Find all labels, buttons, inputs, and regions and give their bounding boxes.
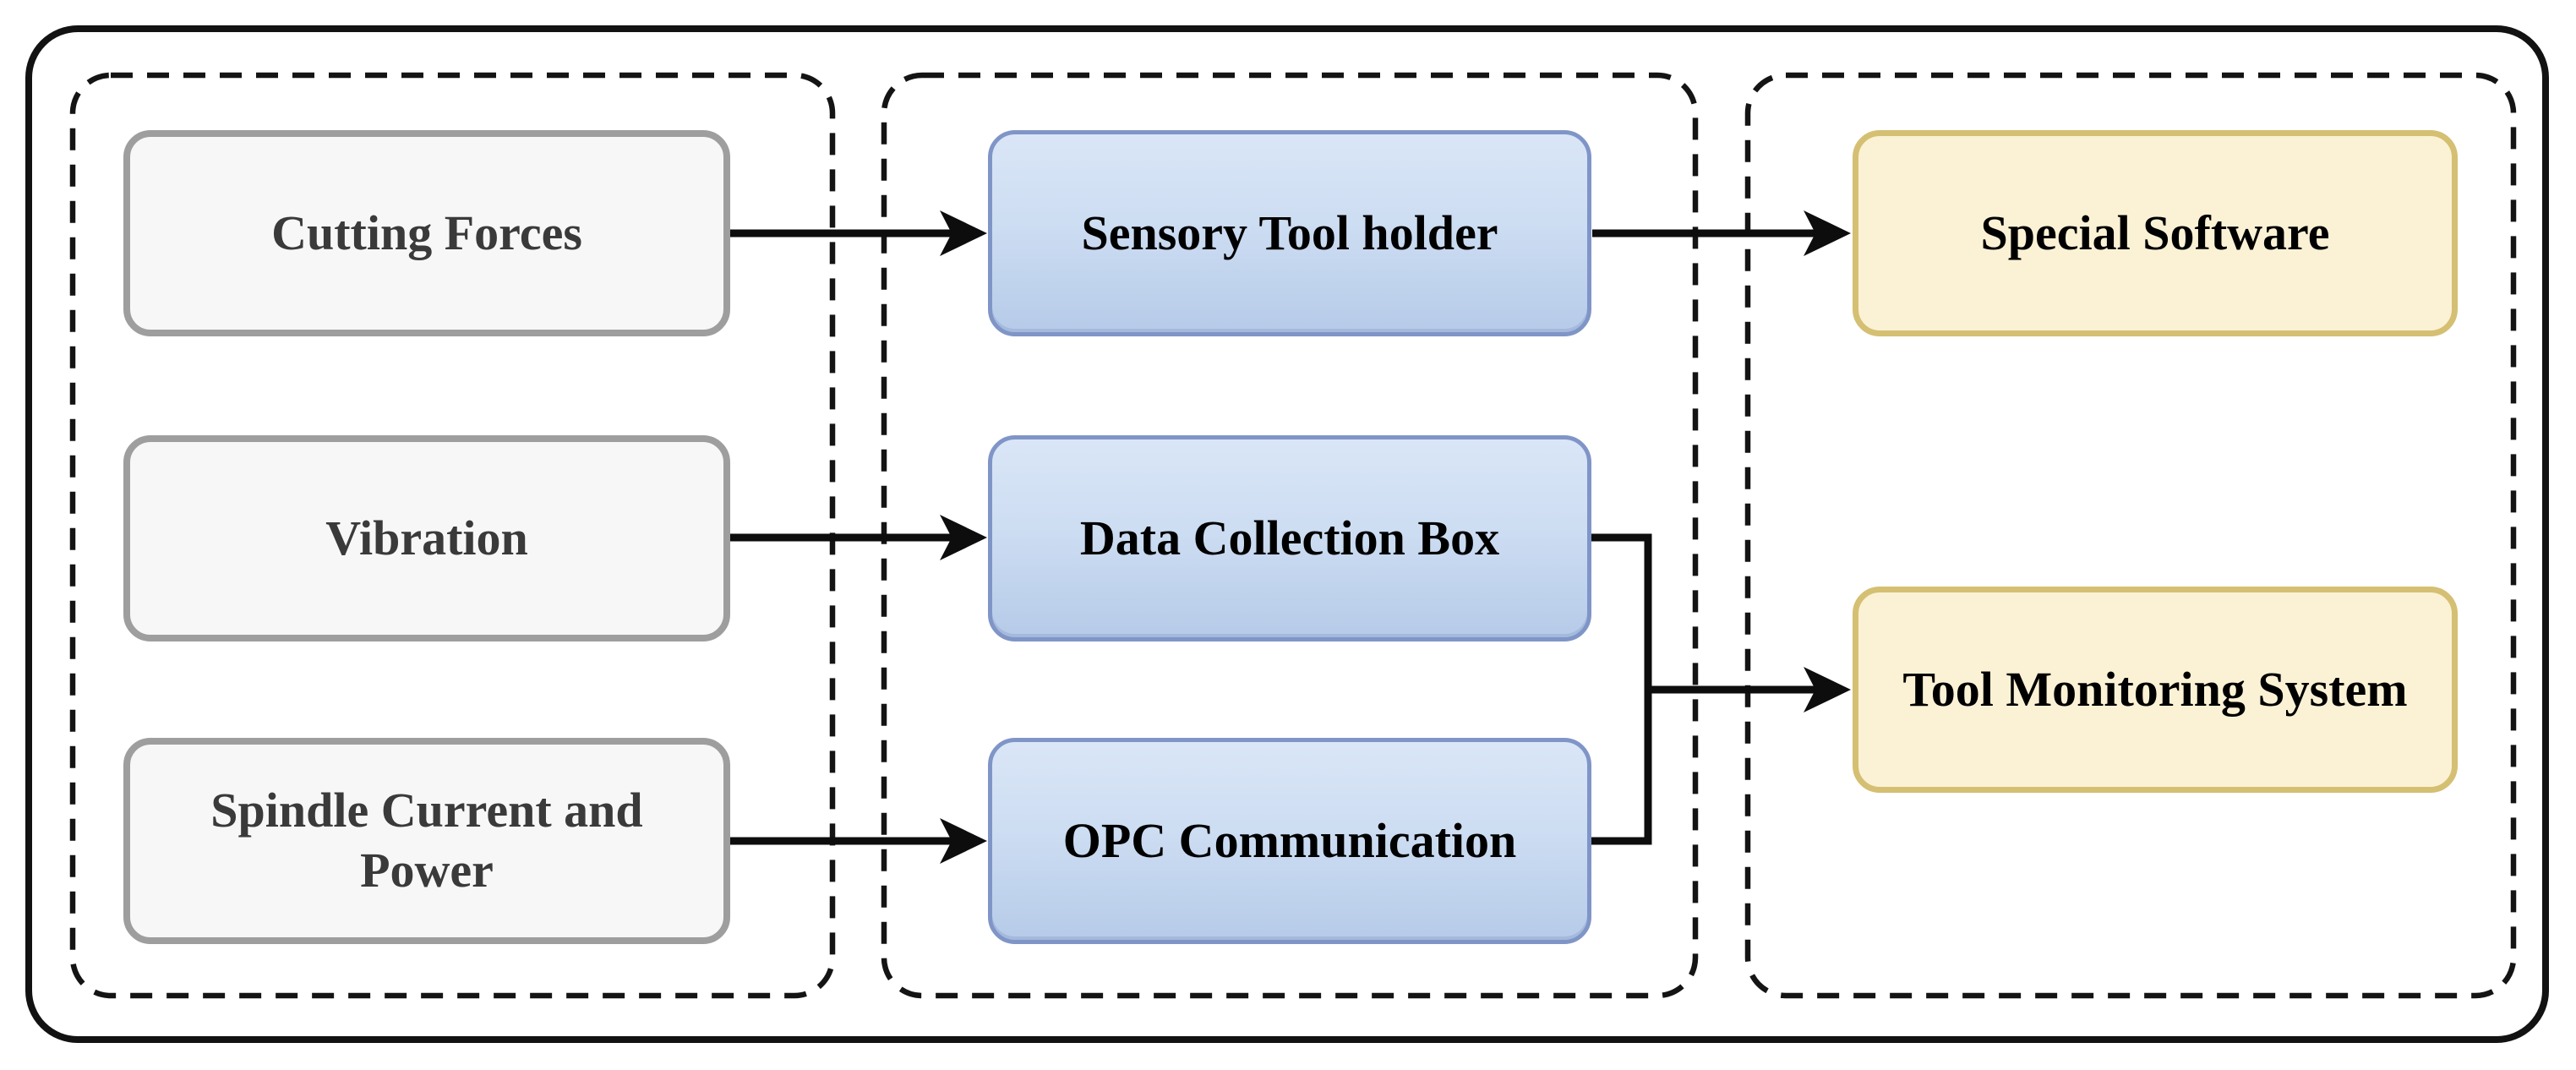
arrowhead-sensory-tool-holder [940,210,987,256]
node-vibration: Vibration [123,435,730,641]
node-data-collection-box-label: Data Collection Box [1079,510,1500,565]
merge-connector-dcb-opc [1591,533,1652,845]
outer-frame [25,25,2549,1043]
node-tool-monitoring-system-label: Tool Monitoring System [1902,661,2408,717]
node-special-software-label: Special Software [1980,205,2330,260]
arrowhead-special-software [1804,210,1851,256]
node-data-collection-box: Data Collection Box [988,435,1591,641]
node-special-software: Special Software [1853,130,2458,336]
arrowhead-data-collection-box [940,515,987,560]
node-cutting-forces-label: Cutting Forces [271,205,582,260]
arrowhead-opc-communication [940,818,987,864]
node-spindle-current-label: Spindle Current and Power [210,783,643,898]
node-cutting-forces: Cutting Forces [123,130,730,336]
arrowhead-tool-monitoring-system [1804,667,1851,712]
software-group-outline [1744,72,2517,999]
node-vibration-label: Vibration [325,510,528,565]
node-opc-communication-label: OPC Communication [1062,812,1517,868]
node-sensory-tool-holder: Sensory Tool holder [988,130,1591,336]
node-opc-communication: OPC Communication [988,738,1591,944]
node-spindle-current: Spindle Current and Power [123,738,730,944]
node-tool-monitoring-system: Tool Monitoring System [1853,587,2458,793]
node-sensory-tool-holder-label: Sensory Tool holder [1081,205,1498,260]
